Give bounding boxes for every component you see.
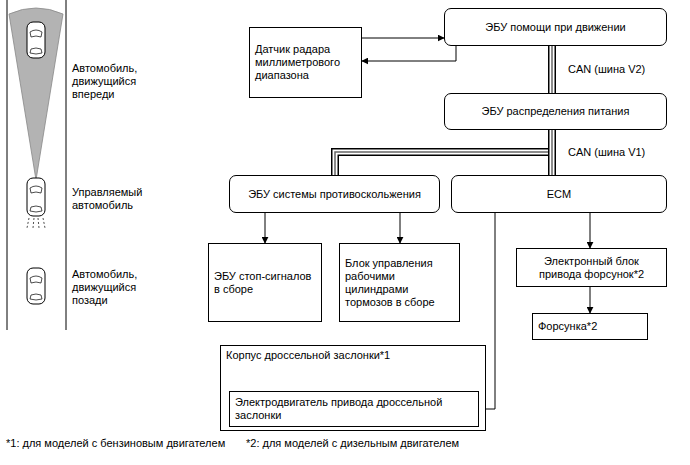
box-text: Датчик радара миллиметрового диапазона bbox=[255, 43, 356, 82]
bus-gap bbox=[550, 130, 555, 175]
bus-label: CAN (шина V1) bbox=[566, 146, 647, 159]
box-text: Электродвигатель привода дроссельной зас… bbox=[235, 396, 473, 422]
footnote: *1: для моделей с бензиновым двигателем bbox=[6, 437, 241, 450]
component-box: Блок управления рабочими цилиндрами торм… bbox=[339, 243, 460, 322]
box-text: ЭБУ распределения питания bbox=[450, 105, 661, 118]
signal-arrow bbox=[590, 213, 591, 248]
component-box: ЭБУ стоп-сигналов в сборе bbox=[208, 243, 322, 322]
connector-line bbox=[400, 213, 401, 243]
ecu-box: ЭБУ распределения питания bbox=[444, 93, 667, 130]
can-bus bbox=[335, 130, 552, 175]
signal-arrow bbox=[265, 213, 266, 243]
signal-arrow bbox=[590, 287, 591, 313]
connector-line bbox=[590, 287, 591, 313]
housing-box: Корпус дроссельной заслонки*1Электродвиг… bbox=[220, 345, 486, 431]
can-bus bbox=[552, 46, 553, 93]
controlled-car bbox=[27, 178, 45, 228]
bus-gap bbox=[335, 130, 552, 175]
bus-outer bbox=[548, 46, 556, 93]
box-text: ЭБУ помощи при движении bbox=[450, 21, 661, 34]
bus-core bbox=[335, 130, 552, 175]
ecm-box: ECM bbox=[451, 175, 667, 213]
bus-core bbox=[551, 46, 553, 93]
bus-outer bbox=[335, 130, 552, 175]
box-text: ЭБУ стоп-сигналов в сборе bbox=[214, 270, 316, 296]
connector-line bbox=[362, 38, 444, 39]
component-box: Электродвигатель привода дроссельной зас… bbox=[229, 391, 479, 427]
front-car bbox=[27, 22, 45, 58]
ecu-box: ЭБУ системы противоскольжения bbox=[229, 175, 440, 213]
vehicle-label: Автомобиль, движущийся позади bbox=[72, 268, 162, 307]
connector-line bbox=[590, 213, 591, 248]
signal-arrow bbox=[362, 38, 444, 39]
footnote: *2: для моделей с дизельным двигателем bbox=[246, 437, 481, 450]
can-bus bbox=[552, 130, 553, 175]
signal-arrow bbox=[362, 46, 456, 61]
signal-arrow bbox=[400, 213, 401, 243]
component-box: Форсунка*2 bbox=[532, 313, 648, 340]
box-text: Форсунка*2 bbox=[538, 320, 642, 333]
box-text: Электронный блок привода форсунок*2 bbox=[522, 255, 661, 281]
road-edge bbox=[7, 0, 8, 330]
connector-line bbox=[362, 46, 456, 61]
box-text: ECM bbox=[457, 188, 661, 201]
bus-core bbox=[551, 130, 553, 175]
box-text: Корпус дроссельной заслонки*1 bbox=[226, 349, 480, 362]
vehicle-label: Автомобиль, движущийся впереди bbox=[72, 62, 162, 101]
vehicle-label: Управляемый автомобиль bbox=[72, 186, 162, 212]
component-box: Электронный блок привода форсунок*2 bbox=[516, 248, 667, 287]
road-edge bbox=[66, 0, 67, 330]
radar-cone bbox=[9, 8, 63, 180]
bus-label: CAN (шина V2) bbox=[566, 63, 647, 76]
rear-car bbox=[27, 268, 45, 304]
box-text: ЭБУ системы противоскольжения bbox=[235, 188, 434, 201]
connector-line bbox=[265, 213, 266, 243]
bus-gap bbox=[550, 46, 555, 93]
bus-outer bbox=[548, 130, 556, 175]
ecu-box: ЭБУ помощи при движении bbox=[444, 8, 667, 46]
box-text: Блок управления рабочими цилиндрами торм… bbox=[345, 257, 454, 309]
radar-sensor-box: Датчик радара миллиметрового диапазона bbox=[249, 27, 362, 98]
